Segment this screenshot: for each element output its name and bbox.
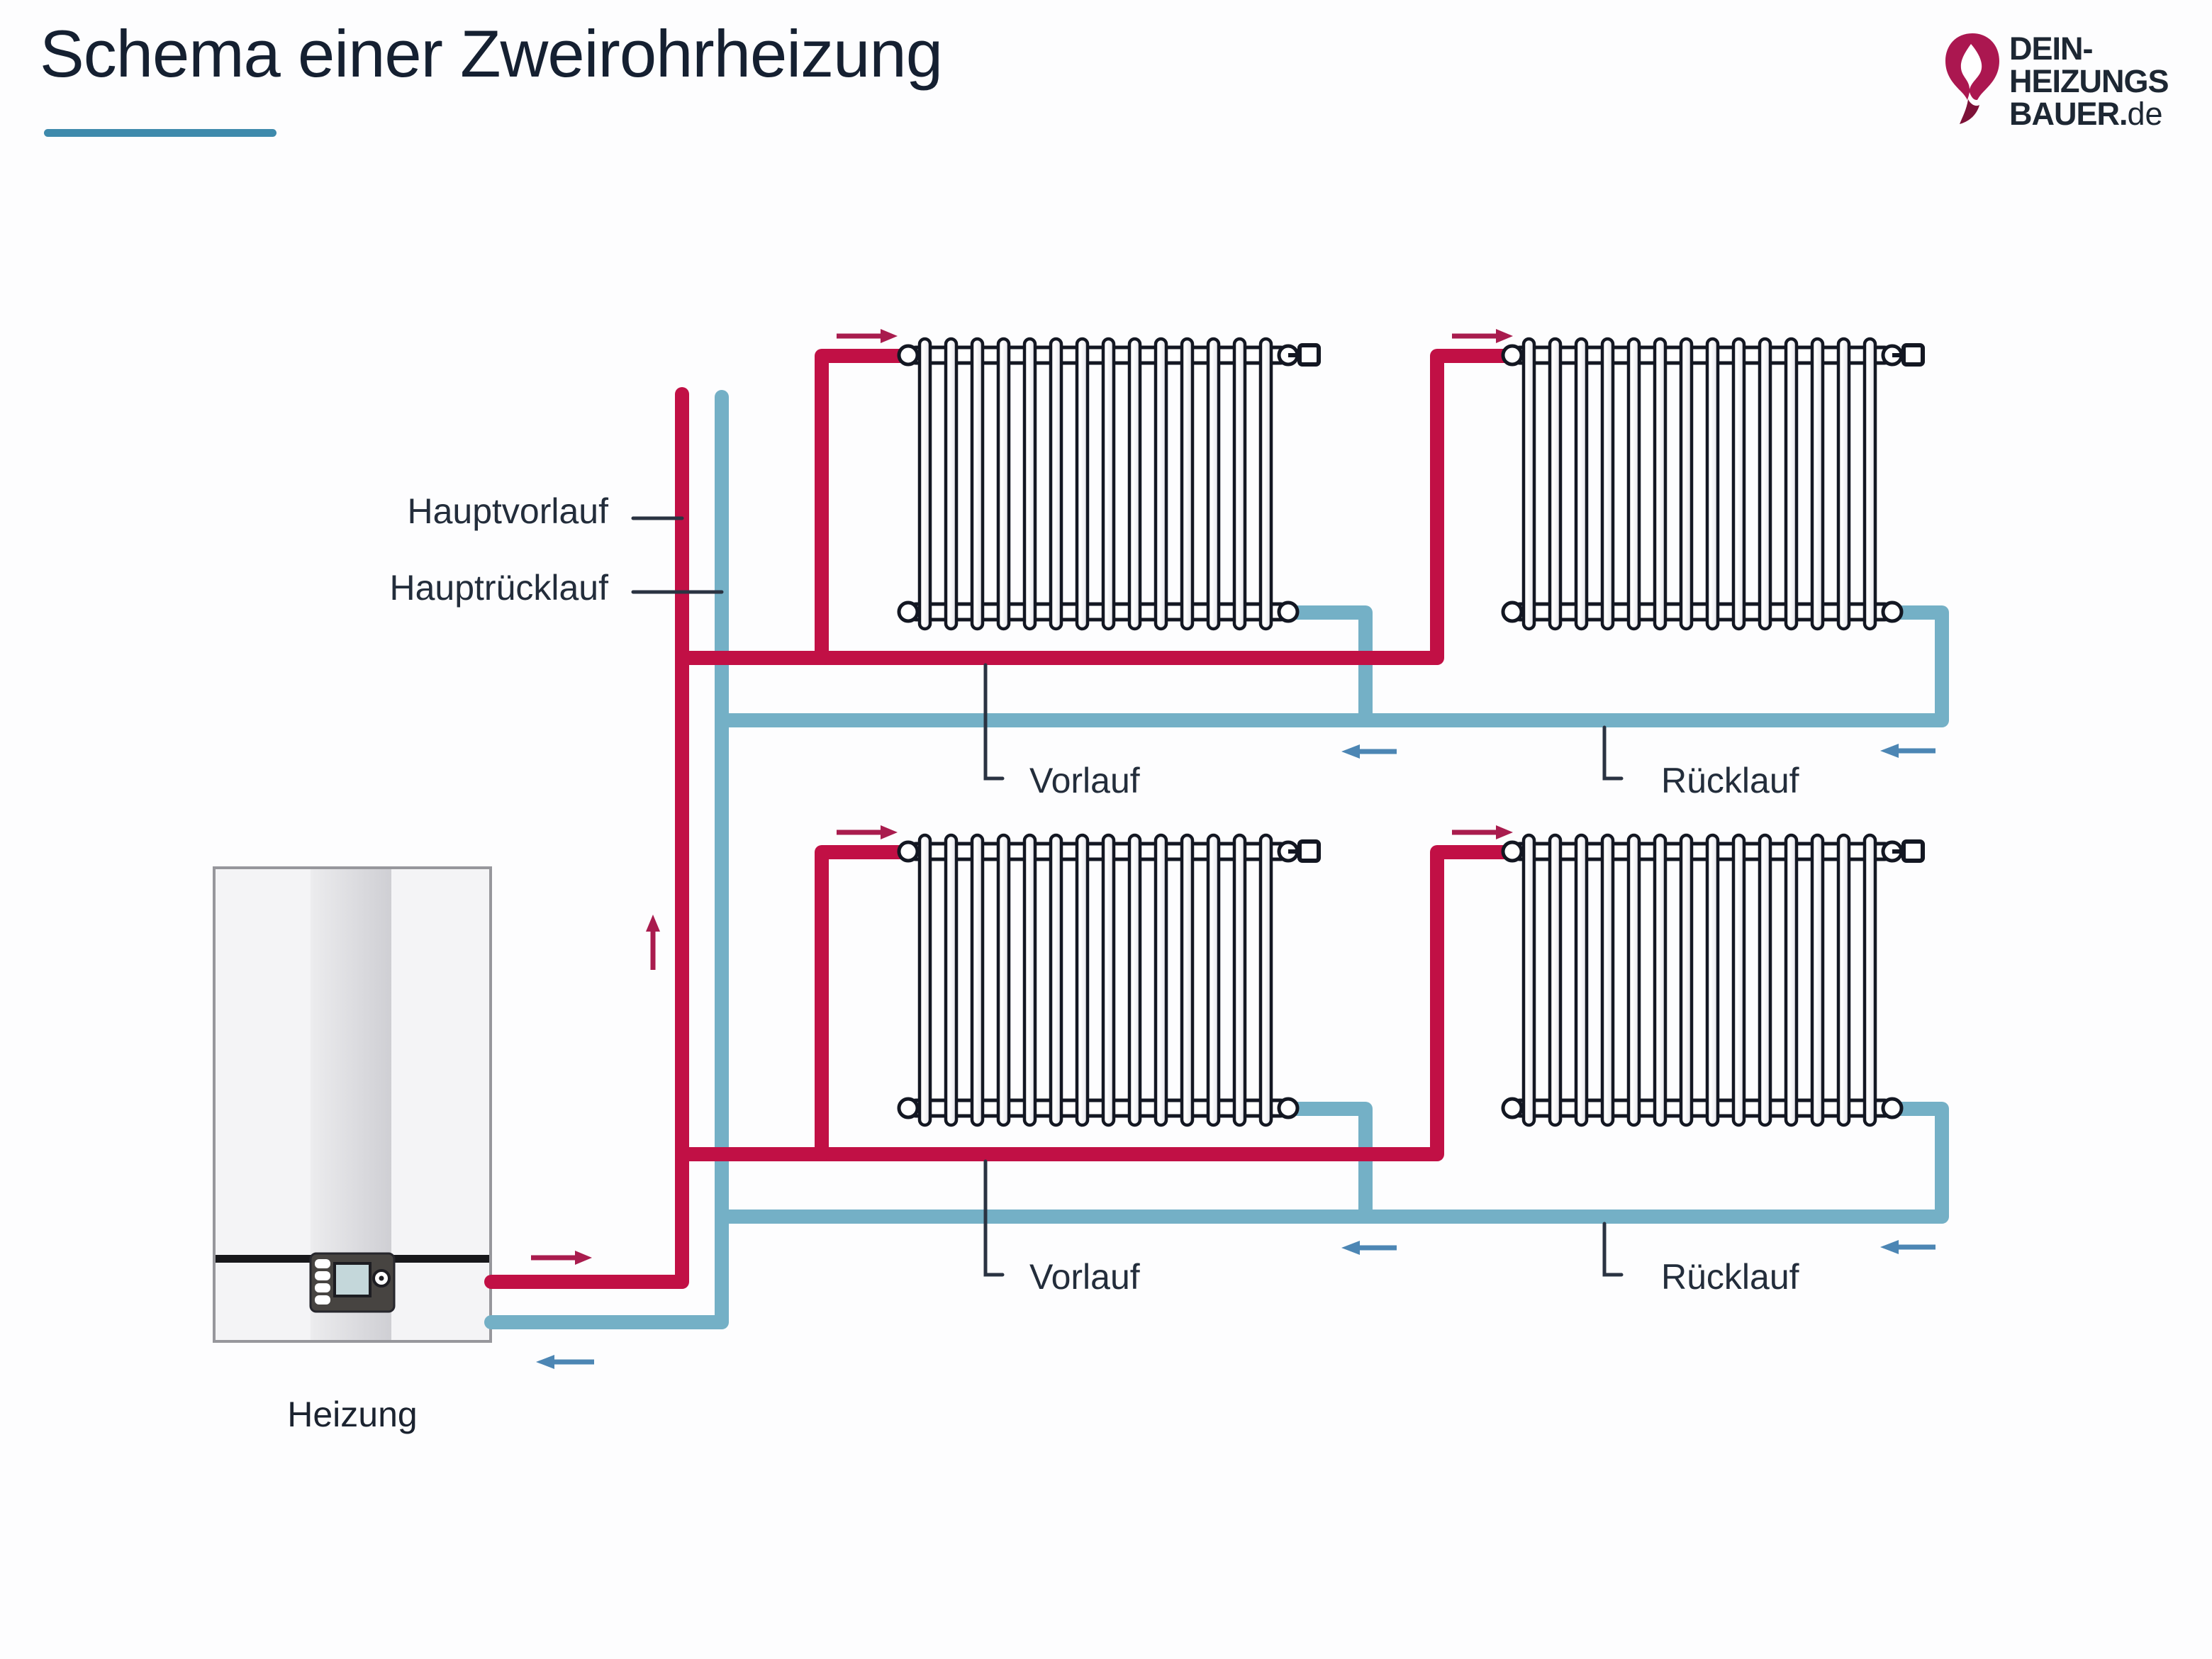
- supply-flow-arrows: [531, 329, 1513, 1265]
- label-main-supply: Hauptvorlauf: [407, 491, 609, 531]
- flow-arrow-left-icon: [1341, 744, 1397, 759]
- return-trunk-row-2: [715, 1102, 1949, 1224]
- main-supply-pipe: [484, 387, 689, 1289]
- brand-logo: DEIN- HEIZUNGS BAUER.de: [1943, 31, 2169, 132]
- flow-arrow-right-icon: [1452, 825, 1513, 839]
- boiler-display: [333, 1262, 372, 1297]
- flow-arrow-left-icon: [536, 1355, 594, 1369]
- return-branch-radiator-1: [1278, 605, 1373, 727]
- radiator-bottom-left: [899, 835, 1319, 1125]
- leader-supply-row-2: [983, 1159, 1005, 1277]
- return-trunk-row-1: [715, 605, 1949, 727]
- logo-line-3: BAUER.de: [2009, 96, 2163, 132]
- logo-domain-suffix: de: [2127, 96, 2163, 132]
- supply-branch-radiator-3: [815, 845, 917, 1161]
- return-flow-arrows: [536, 744, 1936, 1369]
- radiator-top-right: [1503, 339, 1923, 629]
- flow-arrow-right-icon: [531, 1251, 592, 1265]
- flow-arrow-right-icon: [837, 825, 898, 839]
- supply-trunk-row-1: [675, 349, 1521, 665]
- boiler-button: [315, 1259, 330, 1268]
- supply-pipes: [484, 349, 1521, 1289]
- flow-arrow-up-icon: [646, 915, 660, 970]
- label-supply-row-2: Vorlauf: [1029, 1257, 1140, 1297]
- boiler: [213, 866, 492, 1343]
- leader-return-row-1: [1602, 725, 1624, 781]
- boiler-button: [315, 1283, 330, 1292]
- main-return-pipe: [484, 390, 729, 1329]
- supply-branch-radiator-1: [815, 349, 917, 665]
- page-title: Schema einer Zweirohrheizung: [40, 16, 943, 91]
- radiator-top-left: [899, 339, 1319, 629]
- flow-arrow-right-icon: [837, 329, 898, 343]
- return-branch-radiator-3: [1278, 1102, 1373, 1224]
- flow-arrow-left-icon: [1880, 1240, 1936, 1254]
- leader-supply-row-1: [983, 663, 1005, 781]
- leader-lines: [631, 516, 1624, 1277]
- flame-icon: [1945, 33, 1999, 124]
- supply-trunk-row-2: [675, 845, 1521, 1161]
- boiler-button: [315, 1295, 330, 1305]
- label-supply-row-1: Vorlauf: [1029, 761, 1140, 800]
- flow-arrow-right-icon: [1452, 329, 1513, 343]
- label-return-row-2: Rücklauf: [1661, 1257, 1799, 1297]
- logo-wordmark: DEIN- HEIZUNGS BAUER.de: [2009, 33, 2169, 130]
- logo-line-2: HEIZUNGS: [2009, 63, 2169, 99]
- label-boiler: Heizung: [287, 1395, 418, 1434]
- label-return-row-1: Rücklauf: [1661, 761, 1799, 800]
- flow-arrow-left-icon: [1880, 744, 1936, 758]
- logo-line-1: DEIN-: [2009, 30, 2093, 67]
- flow-arrow-left-icon: [1341, 1241, 1397, 1255]
- title-underline: [44, 129, 276, 137]
- radiator-bottom-right: [1503, 835, 1923, 1125]
- label-main-return: Hauptrücklauf: [389, 568, 609, 608]
- boiler-button: [315, 1271, 330, 1280]
- leader-return-row-2: [1602, 1222, 1624, 1277]
- return-pipes: [484, 390, 1949, 1329]
